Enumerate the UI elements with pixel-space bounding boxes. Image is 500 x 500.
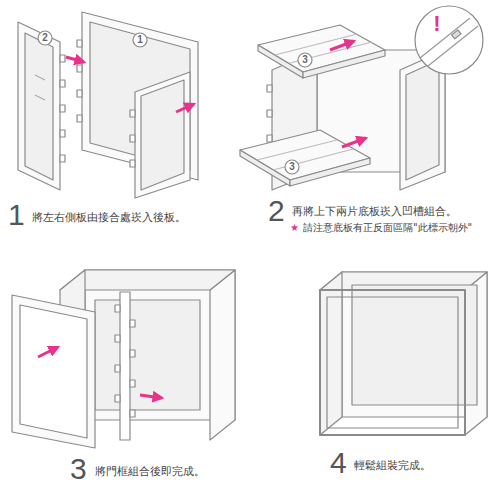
step-text: 再將上下兩片底板崁入凹槽組合。 (292, 206, 457, 219)
middle-frame (120, 292, 130, 440)
step-text: 將門框組合後即完成。 (95, 466, 205, 479)
callout-number: 2 (42, 32, 48, 44)
step-number: 2 (268, 194, 285, 229)
warning-mark: ! (433, 11, 440, 36)
step-number: 1 (8, 198, 25, 233)
callout-number: 3 (289, 161, 295, 173)
door-frame (12, 295, 95, 448)
star-mark: ★ (290, 222, 299, 234)
callout-number: 3 (302, 54, 308, 66)
bottom-board (240, 130, 370, 180)
note-text: 請注意底板有正反面區隔"此標示朝外" (303, 222, 472, 234)
step-text: 將左右側板由接合處崁入後板。 (32, 212, 186, 225)
step-text: 輕鬆組裝完成。 (354, 460, 431, 473)
left-side-panel (18, 22, 60, 190)
top-board (258, 25, 385, 72)
right-side-panel (135, 72, 190, 198)
detail-callout (415, 6, 483, 74)
step-number: 4 (330, 446, 347, 481)
step-number: 3 (70, 452, 87, 487)
callout-number: 1 (137, 34, 143, 46)
